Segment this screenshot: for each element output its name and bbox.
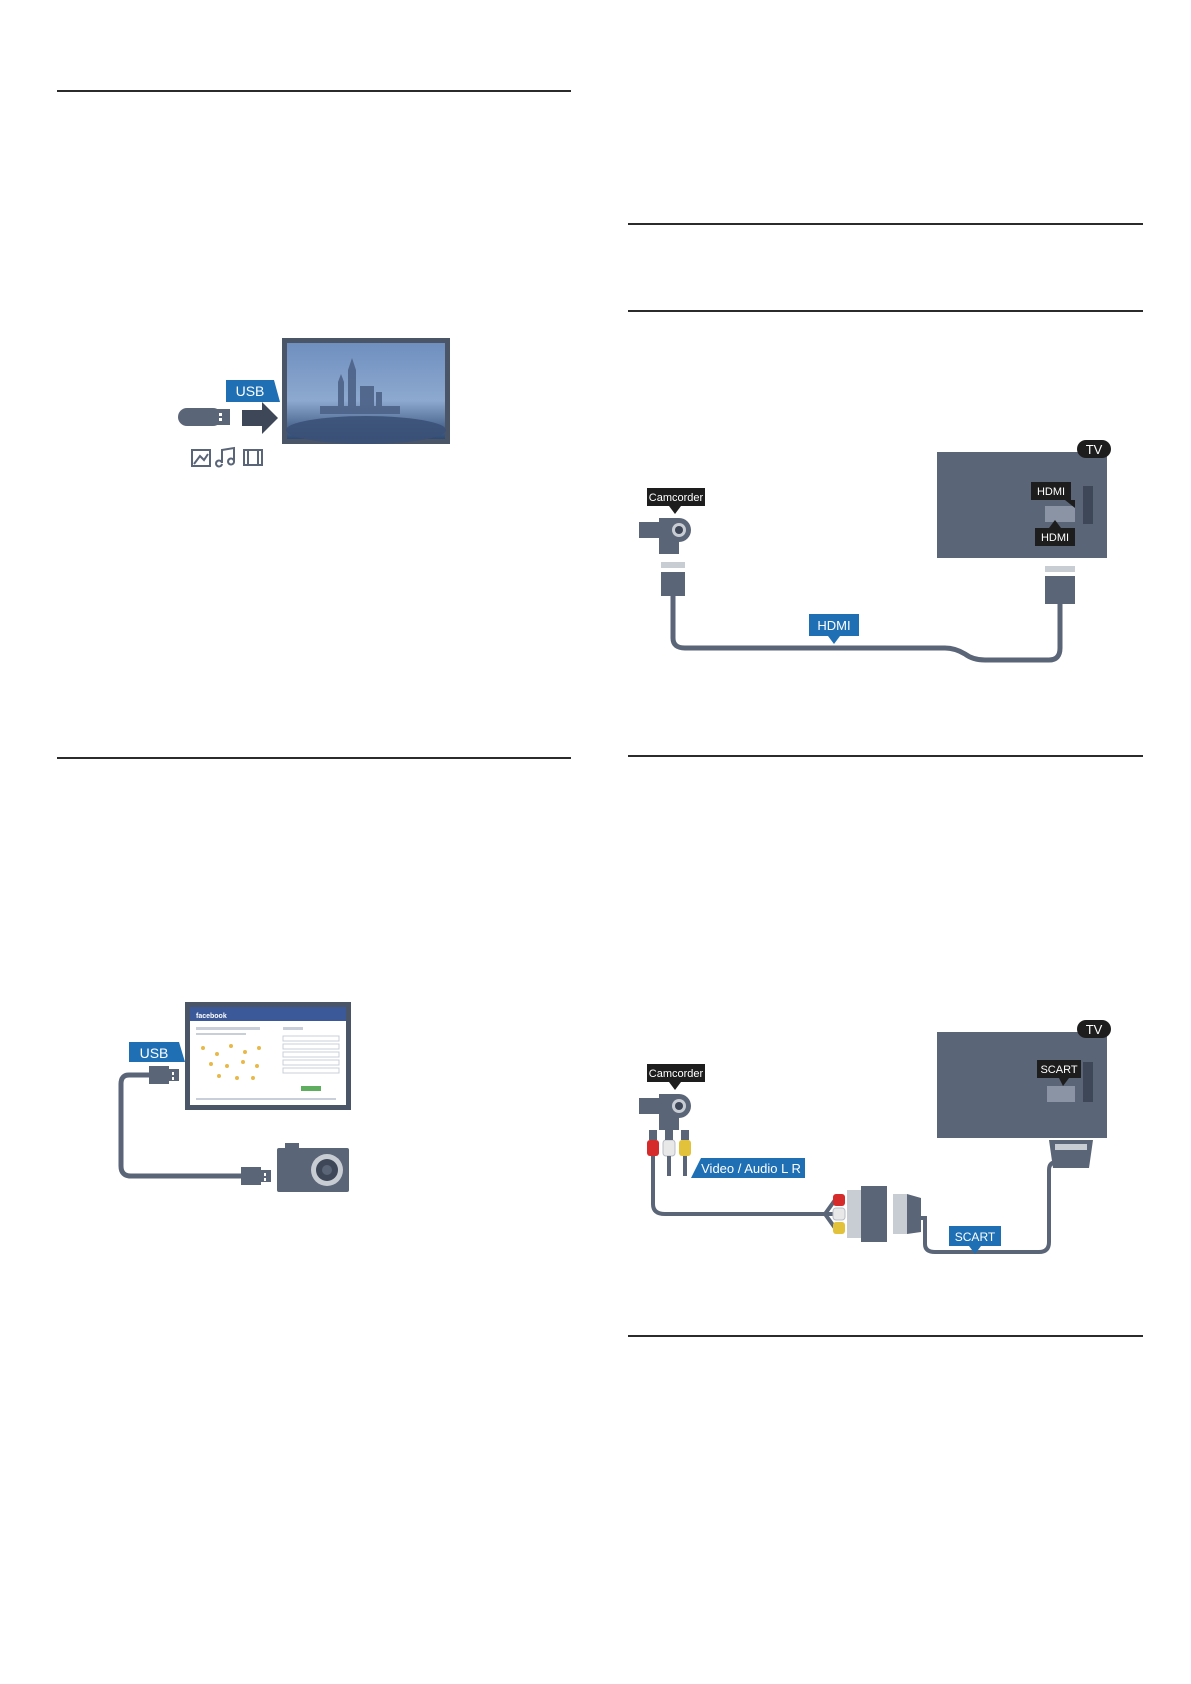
tv-panel — [937, 1032, 1107, 1138]
section-rule-left-1 — [57, 90, 571, 92]
section-rule-left-2 — [57, 757, 571, 759]
rca-label: Video / Audio L R — [701, 1161, 801, 1176]
hdmi-cable-label: HDMI — [817, 618, 850, 633]
hdmi-cable — [670, 596, 1063, 663]
camcorder-icon — [639, 518, 691, 554]
usb-label: USB — [236, 383, 265, 399]
tv-badge: TV — [1077, 440, 1111, 458]
section-rule-right-3 — [628, 755, 1143, 757]
tv-port-callout-2: HDMI — [1035, 520, 1075, 546]
hdmi-cable-callout: HDMI — [809, 614, 859, 644]
tv-badge: TV — [1077, 1020, 1111, 1038]
scart-cable — [921, 1160, 1071, 1254]
tv-port-label-2: HDMI — [1041, 532, 1069, 544]
camcorder-callout: Camcorder — [647, 488, 705, 514]
tv-badge-text: TV — [1086, 1022, 1103, 1037]
scart-plug-tv — [1049, 1140, 1093, 1168]
scart-adapter — [847, 1186, 921, 1242]
rca-plugs-adapter — [832, 1194, 846, 1234]
usb-callout: USB — [129, 1042, 185, 1062]
camcorder-label: Camcorder — [649, 492, 704, 504]
photo-icon — [191, 449, 211, 467]
usb-label: USB — [140, 1045, 169, 1061]
usb-callout: USB — [226, 380, 280, 402]
usb-stick-icon — [178, 408, 230, 426]
section-rule-right-2 — [628, 310, 1143, 312]
usb-connector-top — [149, 1066, 179, 1084]
rca-plugs-camcorder — [647, 1130, 691, 1157]
screen-brand-text: facebook — [196, 1013, 227, 1020]
section-rule-right-1 — [628, 223, 1143, 225]
tv-panel — [937, 452, 1107, 558]
camcorder-icon — [639, 1094, 691, 1130]
tv-screen: facebook — [185, 1002, 351, 1110]
rca-callout: Video / Audio L R — [691, 1158, 805, 1178]
tv-port-callout: SCART — [1037, 1060, 1081, 1086]
camcorder-label: Camcorder — [649, 1068, 704, 1080]
usb-camera-figure: facebook USB — [118, 1002, 351, 1192]
tv-badge-text: TV — [1086, 442, 1103, 457]
music-note-icon — [215, 446, 235, 468]
photo-camera-icon — [277, 1143, 349, 1192]
screen-content — [196, 1027, 340, 1100]
castle-image — [286, 358, 446, 444]
film-strip-icon — [243, 449, 263, 466]
tv-port-label: SCART — [1040, 1064, 1077, 1076]
scart-cable-label: SCART — [955, 1230, 996, 1244]
arrow-right-icon — [242, 402, 278, 434]
people-map — [201, 1044, 261, 1080]
camcorder-callout: Camcorder — [647, 1064, 705, 1090]
usb-connector-bottom — [241, 1167, 271, 1185]
usb-cable — [118, 1072, 243, 1179]
section-rule-right-4 — [628, 1335, 1143, 1337]
scart-cable-callout: SCART — [949, 1226, 1001, 1254]
tv-screen — [282, 338, 450, 444]
tv-port-callout: HDMI — [1031, 482, 1075, 508]
tv-port-label: HDMI — [1037, 486, 1065, 498]
rca-cable — [651, 1156, 825, 1216]
hdmi-camcorder-figure: TV HDMI HDMI Camcorder HDMI — [639, 440, 1111, 663]
hdmi-plug-tv — [1045, 566, 1075, 604]
hdmi-plug-camcorder — [661, 562, 685, 596]
scart-camcorder-figure: TV SCART Camcorder Video / Audio L R — [639, 1020, 1111, 1254]
usb-drive-figure: USB — [178, 338, 450, 468]
